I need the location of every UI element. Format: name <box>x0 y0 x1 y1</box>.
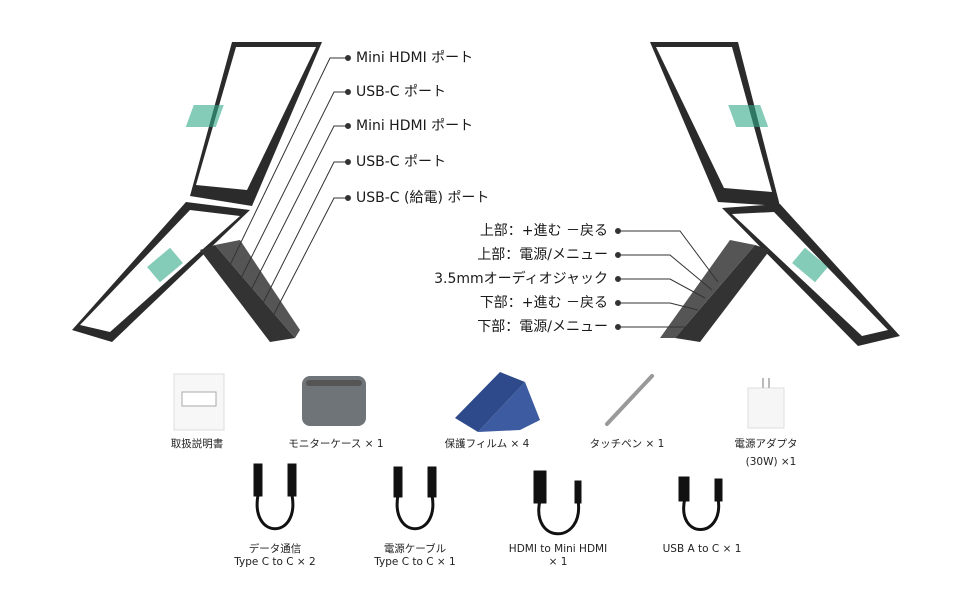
accessory-label-case: モニターケース × 1 <box>288 438 384 450</box>
port-label-2: USB-C ポート <box>356 84 447 100</box>
cable-name: データ通信 <box>248 543 302 555</box>
control-label-3: 3.5mmオーディオジャック <box>434 271 608 287</box>
control-label-2: 上部：電源/メニュー <box>477 247 608 263</box>
left-monitor <box>72 42 322 342</box>
cable-name: 電源ケーブル <box>383 543 447 555</box>
port-label-3: Mini HDMI ポート <box>356 118 474 134</box>
control-label-4: 下部：+進む －戻る <box>479 295 608 311</box>
accessory-label-manual: 取扱説明書 <box>170 438 224 450</box>
case-image <box>302 376 366 426</box>
control-label-1: 上部：+進む －戻る <box>479 223 608 239</box>
manual-image <box>173 373 225 431</box>
right-monitor <box>650 42 900 346</box>
control-label-5: 下部：電源/メニュー <box>477 319 608 335</box>
adapter-name: 電源アダプタ <box>734 438 798 450</box>
cable-spec: Type C to C × 1 <box>374 556 456 568</box>
cable-label-hdmi: HDMI to Mini HDMI× 1 <box>509 543 607 569</box>
adapter-image <box>747 378 785 429</box>
cable-spec: Type C to C × 2 <box>234 556 316 568</box>
right-leader-lines <box>615 228 719 330</box>
cable-label-usb: USB A to C × 1 <box>663 543 742 556</box>
adapter-spec: (30W) ×1 <box>745 456 797 468</box>
accessory-label-film: 保護フィルム × 4 <box>444 438 530 450</box>
cable-images <box>253 463 723 536</box>
film-image <box>455 372 540 432</box>
port-label-4: USB-C ポート <box>356 154 447 170</box>
cable-name: HDMI to Mini HDMI <box>508 543 608 555</box>
port-label-1: Mini HDMI ポート <box>356 50 474 66</box>
cable-name: USB A to C × 1 <box>662 543 742 555</box>
accessory-label-adapter: 電源アダプタ (30W) ×1 <box>735 438 798 469</box>
pen-image <box>605 374 654 426</box>
port-label-5: USB-C (給電) ポート <box>356 190 490 206</box>
left-leader-lines <box>229 55 351 319</box>
accessory-label-pen: タッチペン × 1 <box>589 438 665 450</box>
cable-spec: × 1 <box>548 556 568 568</box>
